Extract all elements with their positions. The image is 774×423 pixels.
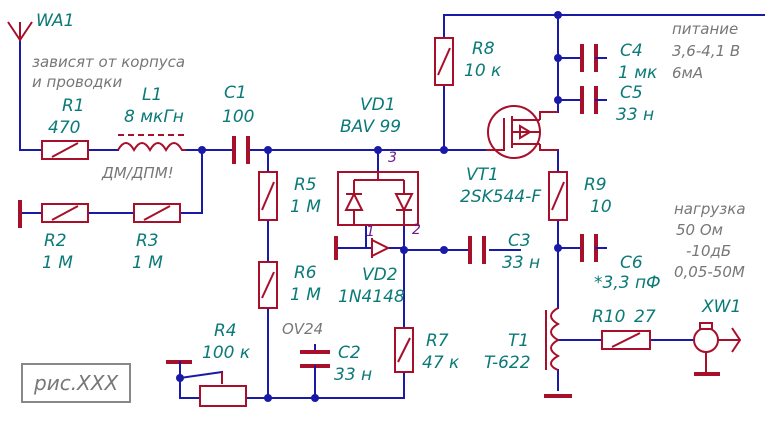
value-t1: T-622 — [484, 353, 531, 373]
figure-box — [21, 363, 131, 403]
value-c6: *3,3 пФ — [594, 273, 661, 293]
label-c5: C5 — [620, 83, 643, 103]
antenna-icon — [7, 21, 33, 42]
resistor-r3 — [133, 203, 181, 223]
value-vd1: BAV 99 — [340, 117, 401, 137]
value-c3: 33 н — [502, 253, 540, 273]
value-r5: 1 М — [290, 197, 321, 217]
label-r10: R10 — [592, 307, 625, 327]
pin-2: 2 — [412, 222, 421, 238]
note-l1: ДМ/ДПМ! — [101, 164, 174, 182]
supply-title: питание — [672, 20, 738, 38]
label-r2: R2 — [44, 231, 67, 251]
potentiometer-r4 — [166, 360, 247, 407]
supply-current: 6мА — [672, 64, 703, 82]
value-c4: 1 мк — [618, 63, 658, 83]
label-wa1: WA1 — [36, 11, 74, 31]
value-c5: 33 н — [616, 105, 654, 125]
label-l1: L1 — [142, 85, 162, 105]
label-vt1: VT1 — [466, 165, 499, 185]
label-vd1: VD1 — [360, 95, 396, 115]
capacitor-c6 — [580, 234, 607, 262]
label-r5: R5 — [294, 175, 317, 195]
resistor-r7 — [394, 327, 414, 373]
resistor-r5 — [258, 171, 278, 221]
value-c1: 100 — [222, 107, 254, 127]
diode-pack-vd1 — [337, 171, 419, 226]
label-c4: C4 — [620, 41, 643, 61]
value-r3: 1 М — [132, 253, 163, 273]
label-r9: R9 — [584, 175, 607, 195]
note-wiring: и проводки — [32, 73, 122, 91]
diode-vd2 — [334, 236, 391, 260]
label-r3: R3 — [136, 231, 159, 251]
label-t1: T1 — [508, 331, 529, 351]
inductor-l1 — [117, 134, 186, 153]
value-r7: 47 к — [422, 353, 460, 373]
resistor-r2 — [18, 200, 89, 228]
label-r4: R4 — [214, 321, 237, 341]
value-r2: 1 М — [42, 253, 73, 273]
pin-3: 3 — [388, 150, 397, 166]
connector-xw1-icon — [693, 322, 742, 376]
capacitor-c2 — [300, 350, 330, 386]
supply-voltage: 3,6-4,1 В — [672, 42, 740, 60]
note-body: зависят от корпуса — [32, 53, 185, 71]
resistor-r1 — [41, 140, 89, 160]
load-frequency: 0,05-50М — [674, 263, 745, 281]
value-r1: 470 — [48, 118, 80, 138]
resistor-r6 — [258, 261, 278, 309]
value-r4: 100 к — [202, 343, 251, 363]
resistor-r10 — [601, 330, 651, 350]
label-r8: R8 — [472, 39, 495, 59]
capacitor-c5 — [580, 86, 607, 114]
value-vt1: 2SK544-F — [460, 187, 541, 207]
value-c2: 33 н — [334, 365, 372, 385]
value-l1: 8 мкГн — [124, 107, 184, 127]
load-gain: -10дБ — [686, 242, 731, 260]
label-r6: R6 — [294, 263, 317, 283]
value-r6: 1 М — [290, 285, 321, 305]
value-r10: 27 — [634, 307, 656, 327]
resistor-r8 — [434, 37, 454, 86]
capacitor-c4 — [580, 44, 607, 72]
label-xw1: XW1 — [701, 297, 741, 317]
transistor-vt1 — [486, 105, 558, 159]
junctions — [176, 11, 562, 402]
label-r7: R7 — [426, 331, 449, 351]
load-impedance: 50 Ом — [676, 221, 723, 239]
pin-1: 1 — [366, 224, 375, 240]
capacitor-c1 — [232, 136, 250, 164]
text-labels: WA1 зависят от корпуса и проводки R1 470… — [32, 11, 746, 395]
load-title: нагрузка — [674, 200, 746, 218]
value-vd2: 1N4148 — [338, 287, 405, 307]
label-c6: C6 — [620, 253, 643, 273]
value-r9: 10 — [590, 197, 612, 217]
label-c1: C1 — [224, 83, 247, 103]
label-c3: C3 — [508, 231, 531, 251]
label-vd2: VD2 — [362, 265, 398, 285]
label-ov24: OV24 — [282, 320, 323, 338]
label-r1: R1 — [62, 96, 85, 116]
transformer-t1 — [544, 307, 572, 398]
figure-caption: рис.XXX — [33, 371, 119, 395]
label-c2: C2 — [338, 343, 361, 363]
resistor-r9 — [548, 171, 568, 221]
capacitor-c3 — [468, 236, 486, 264]
value-r8: 10 к — [464, 61, 502, 81]
